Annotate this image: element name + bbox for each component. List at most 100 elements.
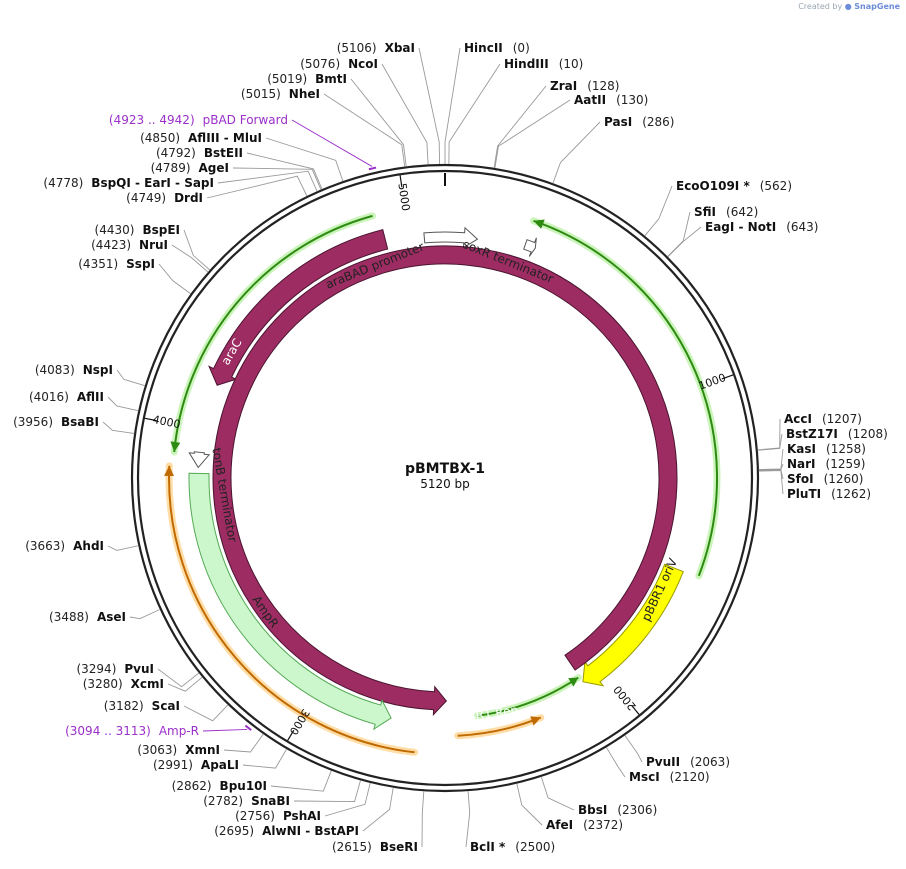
site-xcmi[interactable]: XcmI(3280) [83,677,164,691]
site-leader-line [493,85,547,168]
site-name: MscI [629,770,660,784]
site-ahdi[interactable]: AhdI(3663) [25,539,104,553]
site-position: (1208) [848,427,888,441]
primer-leader-line [202,728,248,732]
site-sfoi[interactable]: SfoI(1260) [787,472,863,486]
site-sspi[interactable]: SspI (4351) [78,257,155,271]
site-xbai[interactable]: XbaI(5106) [337,41,415,55]
site-position: (1259) [826,457,866,471]
site-agei[interactable]: AgeI(4789) [151,161,229,175]
site-leader-line [758,448,784,470]
site-ecoo109i[interactable]: EcoO109I *(562) [676,179,792,193]
site-bstz17i[interactable]: BstZ17I(1208) [786,427,888,441]
site-msci[interactable]: MscI(2120) [629,770,710,784]
site-leader-line [362,787,394,832]
site-aflii[interactable]: AflII(4016) [29,390,104,404]
site-nari[interactable]: NarI(1259) [787,457,865,471]
primer-amp-r[interactable]: Amp-R(3094 .. 3113) [65,724,199,738]
site-bbsi[interactable]: BbsI(2306) [578,803,657,817]
feature-arac [208,229,389,386]
site-nhei[interactable]: NheI(5015) [241,87,320,101]
site-name: SspI [126,257,155,271]
site-name: BspQI - EarI - SapI [91,176,214,190]
site-name: BsaBI [61,415,99,429]
orf-arc-inner [477,676,579,717]
site-hindiii[interactable]: HindIII(10) [504,57,583,71]
primer-pbad-forward[interactable]: pBAD Forward(4923 .. 4942) [109,113,288,127]
site-leader-line [242,748,287,769]
site-scai[interactable]: ScaI(3182) [104,699,180,713]
site-leader-line [494,99,571,169]
feature-arabad-promoter [423,226,479,249]
site-bmti[interactable]: BmtI(5019) [267,72,347,86]
site-sfii[interactable]: SfiI(642) [694,205,758,219]
site-leader-line [232,167,322,190]
site-kasi[interactable]: KasI(1258) [787,442,866,456]
site-leader-line [265,137,344,182]
site-leader-line [644,185,673,237]
site-leader-line [552,121,601,184]
orf-arc-ampr-arrowhead [164,465,175,477]
site-pshai[interactable]: PshAI(2756) [235,809,321,823]
tick-label: 3000 [287,707,313,738]
site-position: (562) [760,179,792,193]
site-pluti[interactable]: PluTI(1262) [787,487,871,501]
site-position: (3063) [137,743,177,757]
site-position: (130) [616,93,648,107]
site-zrai[interactable]: ZraI(128) [550,79,619,93]
site-apali[interactable]: ApaLI(2991) [153,758,239,772]
orf-arcs [164,212,721,756]
site-acci[interactable]: AccI(1207) [784,412,862,426]
site-leader-line [444,47,461,164]
site-name: PasI [604,115,632,129]
site-nspi[interactable]: NspI(4083) [35,363,113,377]
feature-tonb-terminator [188,451,211,469]
site-position: (4016) [29,390,69,404]
site-leader-line [129,609,160,620]
site-snabi[interactable]: SnaBI(2782) [203,794,290,808]
site-leader-line [293,780,361,803]
primer-name: Amp-R [159,724,199,738]
site-pvui[interactable]: PvuI(3294) [76,662,154,676]
tick-label: 2000 [611,683,639,713]
site-ncoi[interactable]: NcoI(5076) [300,57,378,71]
site-hincii[interactable]: HincII(0) [464,41,530,55]
site-drdi[interactable]: DrdI(4749) [126,191,203,205]
feature-pbbr1-rep [212,245,678,717]
site-leader-line [183,229,211,271]
site-bspei[interactable]: BspEI(4430) [95,223,180,237]
site-nrui[interactable]: NruI(4423) [91,238,168,252]
site-bseri[interactable]: BseRI(2615) [332,840,418,854]
site-pvuii[interactable]: PvuII(2063) [646,755,730,769]
site-position: (4850) [140,131,180,145]
site-bcli[interactable]: BclI *(2500) [470,840,555,854]
site-name: Bpu10I [220,779,267,793]
site-name: HincII [464,41,503,55]
site-afliii-mlui[interactable]: AflIII - MluI(4850) [140,131,262,145]
primer-range: (4923 .. 4942) [109,113,195,127]
site-aatii[interactable]: AatII(130) [574,93,648,107]
site-bpu10i[interactable]: Bpu10I(2862) [172,779,267,793]
site-leader-line [270,770,332,792]
site-alwni-bstapi[interactable]: AlwNI - BstAPI(2695) [214,824,359,838]
site-position: (4351) [78,257,118,271]
site-position: (2063) [690,755,730,769]
site-position: (10) [559,57,584,71]
watermark-prefix: Created by [798,2,843,11]
site-name: SfiI [694,205,716,219]
site-bsteii[interactable]: BstEII(4792) [156,146,243,160]
site-position: (3182) [104,699,144,713]
site-name: AlwNI - BstAPI [262,824,359,838]
site-xmni[interactable]: XmnI(3063) [137,743,220,757]
site-afei[interactable]: AfeI(2372) [546,818,623,832]
site-eagi-noti[interactable]: EagI - NotI(643) [705,220,818,234]
site-name: PluTI [787,487,821,501]
tick-mark [631,704,640,715]
site-bspqi-eari-sapi[interactable]: BspQI - EarI - SapI(4778) [43,176,214,190]
site-pasi[interactable]: PasI(286) [604,115,674,129]
site-asei[interactable]: AseI(3488) [49,610,126,624]
primer-leader-line [291,119,373,167]
site-bsabi[interactable]: BsaBI(3956) [13,415,99,429]
site-leader-line [381,63,429,165]
